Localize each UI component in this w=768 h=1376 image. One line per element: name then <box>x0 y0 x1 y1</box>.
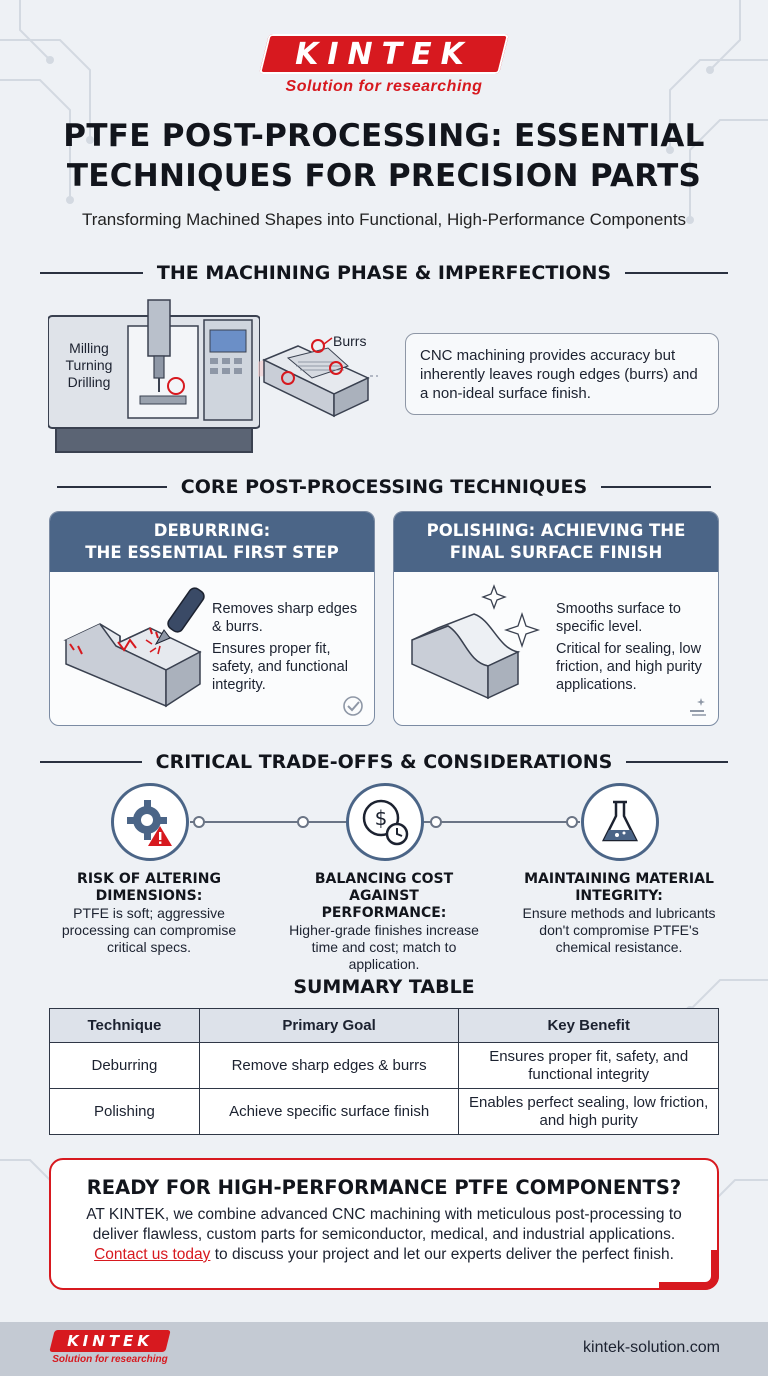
connector-dot <box>566 816 578 828</box>
divider <box>40 272 143 274</box>
connector-dot <box>297 816 309 828</box>
tradeoff-title: PERFORMANCE: <box>321 905 447 921</box>
divider <box>625 272 728 274</box>
table-header-row: Technique Primary Goal Key Benefit <box>49 1008 719 1043</box>
logo-tagline: Solution for researching <box>285 78 483 95</box>
flask-icon <box>581 783 659 861</box>
burrs-label: Burrs <box>333 333 367 349</box>
summary-section-heading: SUMMARY TABLE <box>40 972 728 1002</box>
divider <box>40 761 142 763</box>
cnc-machine-illustration <box>48 299 260 453</box>
tradeoff-cost: BALANCING COST AGAINST PERFORMANCE: High… <box>279 871 489 973</box>
tradeoff-body: PTFE is soft; aggressive processing can … <box>61 905 237 955</box>
operation-label: Drilling <box>67 374 111 390</box>
techniques-section-heading: CORE POST-PROCESSING TECHNIQUES <box>40 472 728 502</box>
deburring-tool-illustration <box>63 587 205 708</box>
table-cell: Remove sharp edges & burrs <box>198 1042 460 1089</box>
page-title: PTFE POST-PROCESSING: ESSENTIAL TECHNIQU… <box>63 118 705 194</box>
tradeoff-integrity: MAINTAINING MATERIAL INTEGRITY: Ensure m… <box>514 871 724 956</box>
sparkle-icon <box>690 698 706 716</box>
machining-section-heading: THE MACHINING PHASE & IMPERFECTIONS <box>40 258 728 288</box>
tradeoff-body: Ensure methods and lubricants don't comp… <box>522 905 716 955</box>
divider <box>626 761 729 763</box>
card-title: POLISHING: ACHIEVING THE FINAL SURFACE F… <box>394 512 718 572</box>
cta-body-text: to discuss your project and let our expe… <box>210 1246 674 1263</box>
table-cell: Achieve specific surface finish <box>198 1088 460 1135</box>
contact-us-link[interactable]: Contact us today <box>94 1246 211 1263</box>
cost-clock-icon: $ <box>346 783 424 861</box>
card-text: Removes sharp edges & burrs. Ensures pro… <box>212 600 370 694</box>
tradeoff-title: DIMENSIONS: <box>95 888 203 904</box>
section-title: SUMMARY TABLE <box>293 976 475 998</box>
summary-table: Technique Primary Goal Key Benefit Debur… <box>49 1008 719 1135</box>
footer-logo-text: KINTEK <box>67 1332 153 1350</box>
section-title: CRITICAL TRADE-OFFS & CONSIDERATIONS <box>155 751 613 773</box>
table-cell: Enables perfect sealing, low friction, a… <box>458 1088 719 1135</box>
card-title: DEBURRING: THE ESSENTIAL FIRST STEP <box>50 512 374 572</box>
cta-corner-accent <box>659 1250 719 1290</box>
table-row: Polishing Achieve specific surface finis… <box>49 1088 719 1135</box>
deburring-card: DEBURRING: THE ESSENTIAL FIRST STEP Remo… <box>49 511 375 726</box>
table-cell: Deburring <box>49 1042 200 1089</box>
card-title-line: THE ESSENTIAL FIRST STEP <box>85 543 339 562</box>
tradeoff-title: MAINTAINING MATERIAL <box>524 871 714 887</box>
cta-body-text: AT KINTEK, we combine advanced CNC machi… <box>86 1206 682 1243</box>
svg-text:$: $ <box>375 806 388 830</box>
call-to-action-box: READY FOR HIGH-PERFORMANCE PTFE COMPONEN… <box>49 1158 719 1290</box>
tradeoff-title: INTEGRITY: <box>575 888 663 904</box>
brand-logo: KINTEK Solution for researching <box>258 34 510 100</box>
section-title: CORE POST-PROCESSING TECHNIQUES <box>180 476 588 498</box>
operation-label: Milling <box>69 340 109 356</box>
gear-warning-icon <box>111 783 189 861</box>
cta-body: AT KINTEK, we combine advanced CNC machi… <box>51 1205 717 1265</box>
tradeoff-dimensions: RISK OF ALTERING DIMENSIONS: PTFE is sof… <box>44 871 254 956</box>
card-title-line: DEBURRING: <box>153 521 271 540</box>
table-cell: Polishing <box>49 1088 200 1135</box>
card-point: Ensures proper fit, safety, and function… <box>212 641 348 693</box>
card-point: Removes sharp edges & burrs. <box>212 601 358 635</box>
polished-part-illustration <box>411 584 541 700</box>
divider <box>601 486 712 488</box>
connector-dot <box>430 816 442 828</box>
logo-text: KINTEK <box>295 37 473 72</box>
tradeoffs-section-heading: CRITICAL TRADE-OFFS & CONSIDERATIONS <box>40 747 729 777</box>
connector-dot <box>193 816 205 828</box>
table-cell: Ensures proper fit, safety, and function… <box>458 1042 719 1089</box>
card-title-line: FINAL SURFACE FINISH <box>449 543 663 562</box>
website-url[interactable]: kintek-solution.com <box>583 1339 720 1356</box>
tradeoff-title: RISK OF ALTERING <box>77 871 221 887</box>
footer: KINTEK Solution for researching kintek-s… <box>0 1322 768 1376</box>
cta-title: READY FOR HIGH-PERFORMANCE PTFE COMPONEN… <box>86 1176 682 1199</box>
burred-part-illustration <box>258 337 378 418</box>
page-subtitle: Transforming Machined Shapes into Functi… <box>81 210 687 229</box>
operation-label: Turning <box>65 357 113 373</box>
column-header: Primary Goal <box>198 1008 460 1043</box>
card-point: Smooths surface to specific level. <box>556 601 681 635</box>
column-header: Technique <box>49 1008 200 1043</box>
tradeoff-title: BALANCING COST AGAINST <box>314 871 454 904</box>
card-title-line: POLISHING: ACHIEVING THE <box>426 521 686 540</box>
machining-callout: CNC machining provides accuracy but inhe… <box>405 333 719 415</box>
machining-operations-list: Milling Turning Drilling <box>56 340 122 391</box>
divider <box>56 486 167 488</box>
tradeoff-body: Higher-grade finishes increase time and … <box>289 922 479 972</box>
footer-logo: KINTEK Solution for researching <box>48 1330 172 1370</box>
card-text: Smooths surface to specific level. Criti… <box>556 600 714 694</box>
card-point: Critical for sealing, low friction, and … <box>556 641 702 693</box>
section-title: THE MACHINING PHASE & IMPERFECTIONS <box>156 262 612 284</box>
check-icon <box>343 696 363 716</box>
footer-tagline: Solution for researching <box>52 1354 168 1365</box>
table-row: Deburring Remove sharp edges & burrs Ens… <box>49 1042 719 1089</box>
column-header: Key Benefit <box>458 1008 719 1043</box>
polishing-card: POLISHING: ACHIEVING THE FINAL SURFACE F… <box>393 511 719 726</box>
